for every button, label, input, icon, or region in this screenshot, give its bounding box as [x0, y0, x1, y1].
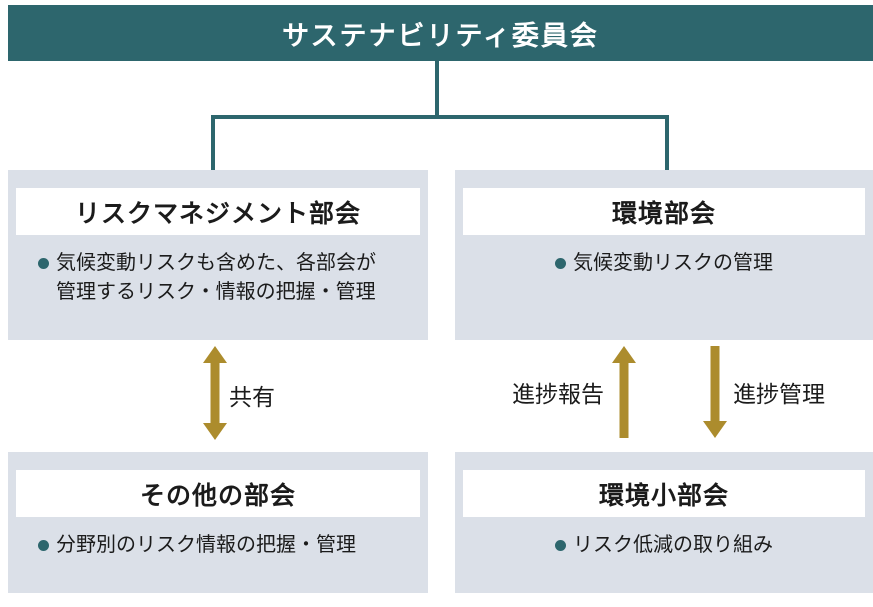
- bullet-text: 分野別のリスク情報の把握・管理: [56, 531, 356, 560]
- bullet-list: 気候変動リスクも含めた、各部会が 管理するリスク・情報の把握・管理: [8, 249, 428, 307]
- box-environment-title-band: 環境部会: [463, 188, 865, 235]
- down-arrow-icon: [703, 346, 727, 438]
- box-title: リスクマネジメント部会: [74, 199, 361, 228]
- bullet-list: リスク低減の取り組み: [455, 531, 873, 560]
- box-title: 環境小部会: [598, 481, 729, 510]
- double-arrow-icon: [203, 346, 227, 440]
- connector-horizontal: [211, 115, 669, 119]
- bullet-list: 分野別のリスク情報の把握・管理: [8, 531, 428, 560]
- box-environment: 環境部会 気候変動リスクの管理: [455, 170, 873, 340]
- bullet-line: 分野別のリスク情報の把握・管理: [56, 534, 356, 556]
- bullet-item: 気候変動リスクの管理: [555, 249, 773, 278]
- bullet-dot-icon: [38, 258, 49, 269]
- box-environment-sub-title-band: 環境小部会: [463, 470, 865, 517]
- box-title: 環境部会: [611, 199, 716, 228]
- bullet-text: 気候変動リスクの管理: [573, 249, 773, 278]
- bullet-line: リスク低減の取り組み: [573, 534, 773, 556]
- box-environment-sub: 環境小部会 リスク低減の取り組み: [455, 452, 873, 593]
- progress-manage-arrow-label: 進捗管理: [733, 381, 825, 407]
- connector-drop-left: [211, 119, 215, 170]
- bullet-dot-icon: [555, 540, 566, 551]
- bullet-line: 気候変動リスクの管理: [573, 252, 773, 274]
- bullet-line: 管理するリスク・情報の把握・管理: [56, 281, 376, 303]
- box-other-subcommittees: その他の部会 分野別のリスク情報の把握・管理: [8, 452, 428, 593]
- bullet-text: 気候変動リスクも含めた、各部会が 管理するリスク・情報の把握・管理: [56, 249, 376, 307]
- share-arrow-label: 共有: [229, 384, 275, 410]
- committee-header-bar: サステナビリティ委員会: [8, 5, 873, 61]
- bullet-text: リスク低減の取り組み: [573, 531, 773, 560]
- bullet-list: 気候変動リスクの管理: [455, 249, 873, 278]
- committee-title: サステナビリティ委員会: [282, 20, 599, 51]
- bullet-item: 気候変動リスクも含めた、各部会が 管理するリスク・情報の把握・管理: [8, 249, 428, 307]
- connector-stem: [435, 61, 439, 115]
- up-arrow-icon: [612, 346, 636, 438]
- box-title: その他の部会: [139, 481, 296, 510]
- box-risk-management-title-band: リスクマネジメント部会: [16, 188, 420, 235]
- bullet-item: 分野別のリスク情報の把握・管理: [8, 531, 428, 560]
- connector-drop-right: [665, 119, 669, 170]
- bullet-line: 気候変動リスクも含めた、各部会が: [56, 252, 376, 274]
- box-other-title-band: その他の部会: [16, 470, 420, 517]
- bullet-dot-icon: [555, 258, 566, 269]
- progress-report-arrow-label: 進捗報告: [512, 381, 604, 407]
- bullet-item: リスク低減の取り組み: [555, 531, 773, 560]
- bullet-dot-icon: [38, 540, 49, 551]
- box-risk-management: リスクマネジメント部会 気候変動リスクも含めた、各部会が 管理するリスク・情報の…: [8, 170, 428, 340]
